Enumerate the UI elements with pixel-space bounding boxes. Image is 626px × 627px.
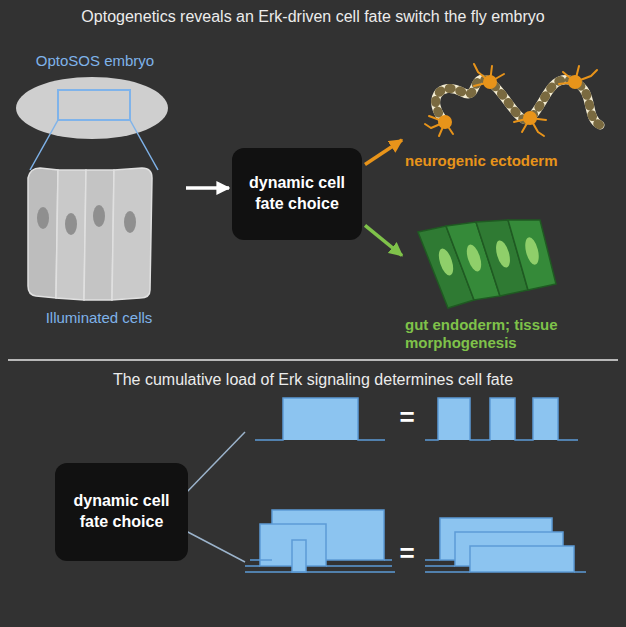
pulse-graphs bbox=[245, 398, 586, 572]
leader-line bbox=[184, 530, 245, 562]
node-label: Illuminated cells bbox=[15, 309, 183, 328]
section-heading: The cumulative load of Erk signaling det… bbox=[0, 371, 626, 389]
cells-label: Illuminated cells bbox=[15, 160, 183, 332]
neurons bbox=[425, 64, 600, 136]
zoom-line bbox=[130, 120, 158, 170]
endoderm-cells bbox=[418, 220, 556, 308]
node-label: gut endoderm; tissue morphogenesis bbox=[405, 316, 577, 354]
divider bbox=[8, 359, 618, 361]
box-text: dynamic cell fate choice bbox=[55, 491, 188, 533]
leader-line bbox=[184, 432, 245, 495]
epithelial-cells bbox=[28, 168, 152, 300]
zoom-line bbox=[30, 120, 58, 170]
node-label: OptoSOS embryo bbox=[15, 52, 175, 71]
fate-choice-box: dynamic cell fate choice bbox=[55, 463, 188, 561]
flow-arrow bbox=[186, 186, 229, 190]
equals-sign: = bbox=[392, 538, 422, 569]
equals-sign: = bbox=[392, 402, 422, 433]
embryo-label: OptoSOS embryo bbox=[15, 50, 175, 145]
box-text: dynamic cell fate choice bbox=[232, 173, 362, 215]
endoderm-label: gut endoderm; tissue morphogenesis bbox=[405, 212, 617, 357]
illumination-region bbox=[58, 90, 130, 120]
embryo-shape bbox=[16, 77, 168, 139]
title: Optogenetics reveals an Erk-driven cell … bbox=[0, 8, 626, 26]
flow-arrow bbox=[365, 225, 402, 255]
fate-choice-box: dynamic cell fate choice bbox=[232, 148, 362, 240]
node-label: neurogenic ectoderm bbox=[405, 152, 617, 171]
ectoderm-label: neurogenic ectoderm bbox=[405, 50, 617, 175]
flow-arrow bbox=[365, 140, 402, 165]
